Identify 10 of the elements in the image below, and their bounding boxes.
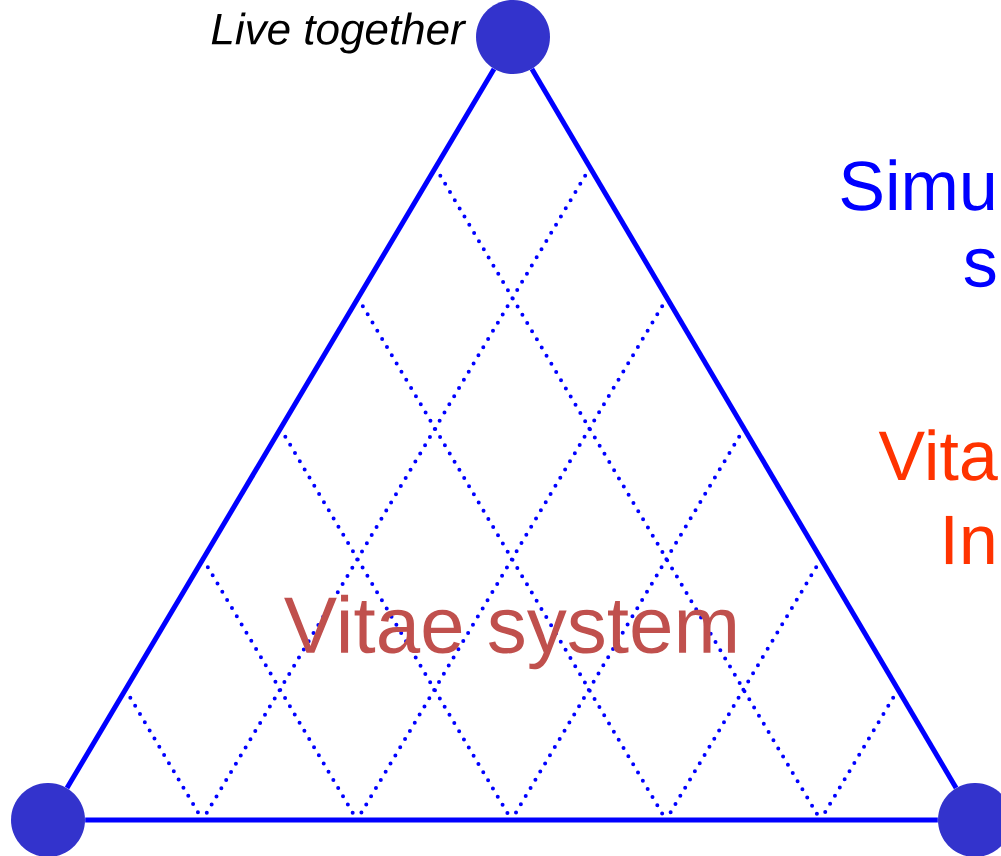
label-text: In (945, 515, 994, 565)
label-text: s (964, 248, 996, 288)
triangle-side (529, 67, 959, 790)
triangle-side (64, 67, 497, 790)
triangle-side (85, 817, 938, 823)
label-text: Simu (841, 159, 994, 211)
vertex-dot (476, 0, 550, 74)
label-text: Vitae system (284, 594, 735, 670)
label-text: Vita (878, 429, 998, 481)
vertex-label: Live together (211, 12, 467, 54)
